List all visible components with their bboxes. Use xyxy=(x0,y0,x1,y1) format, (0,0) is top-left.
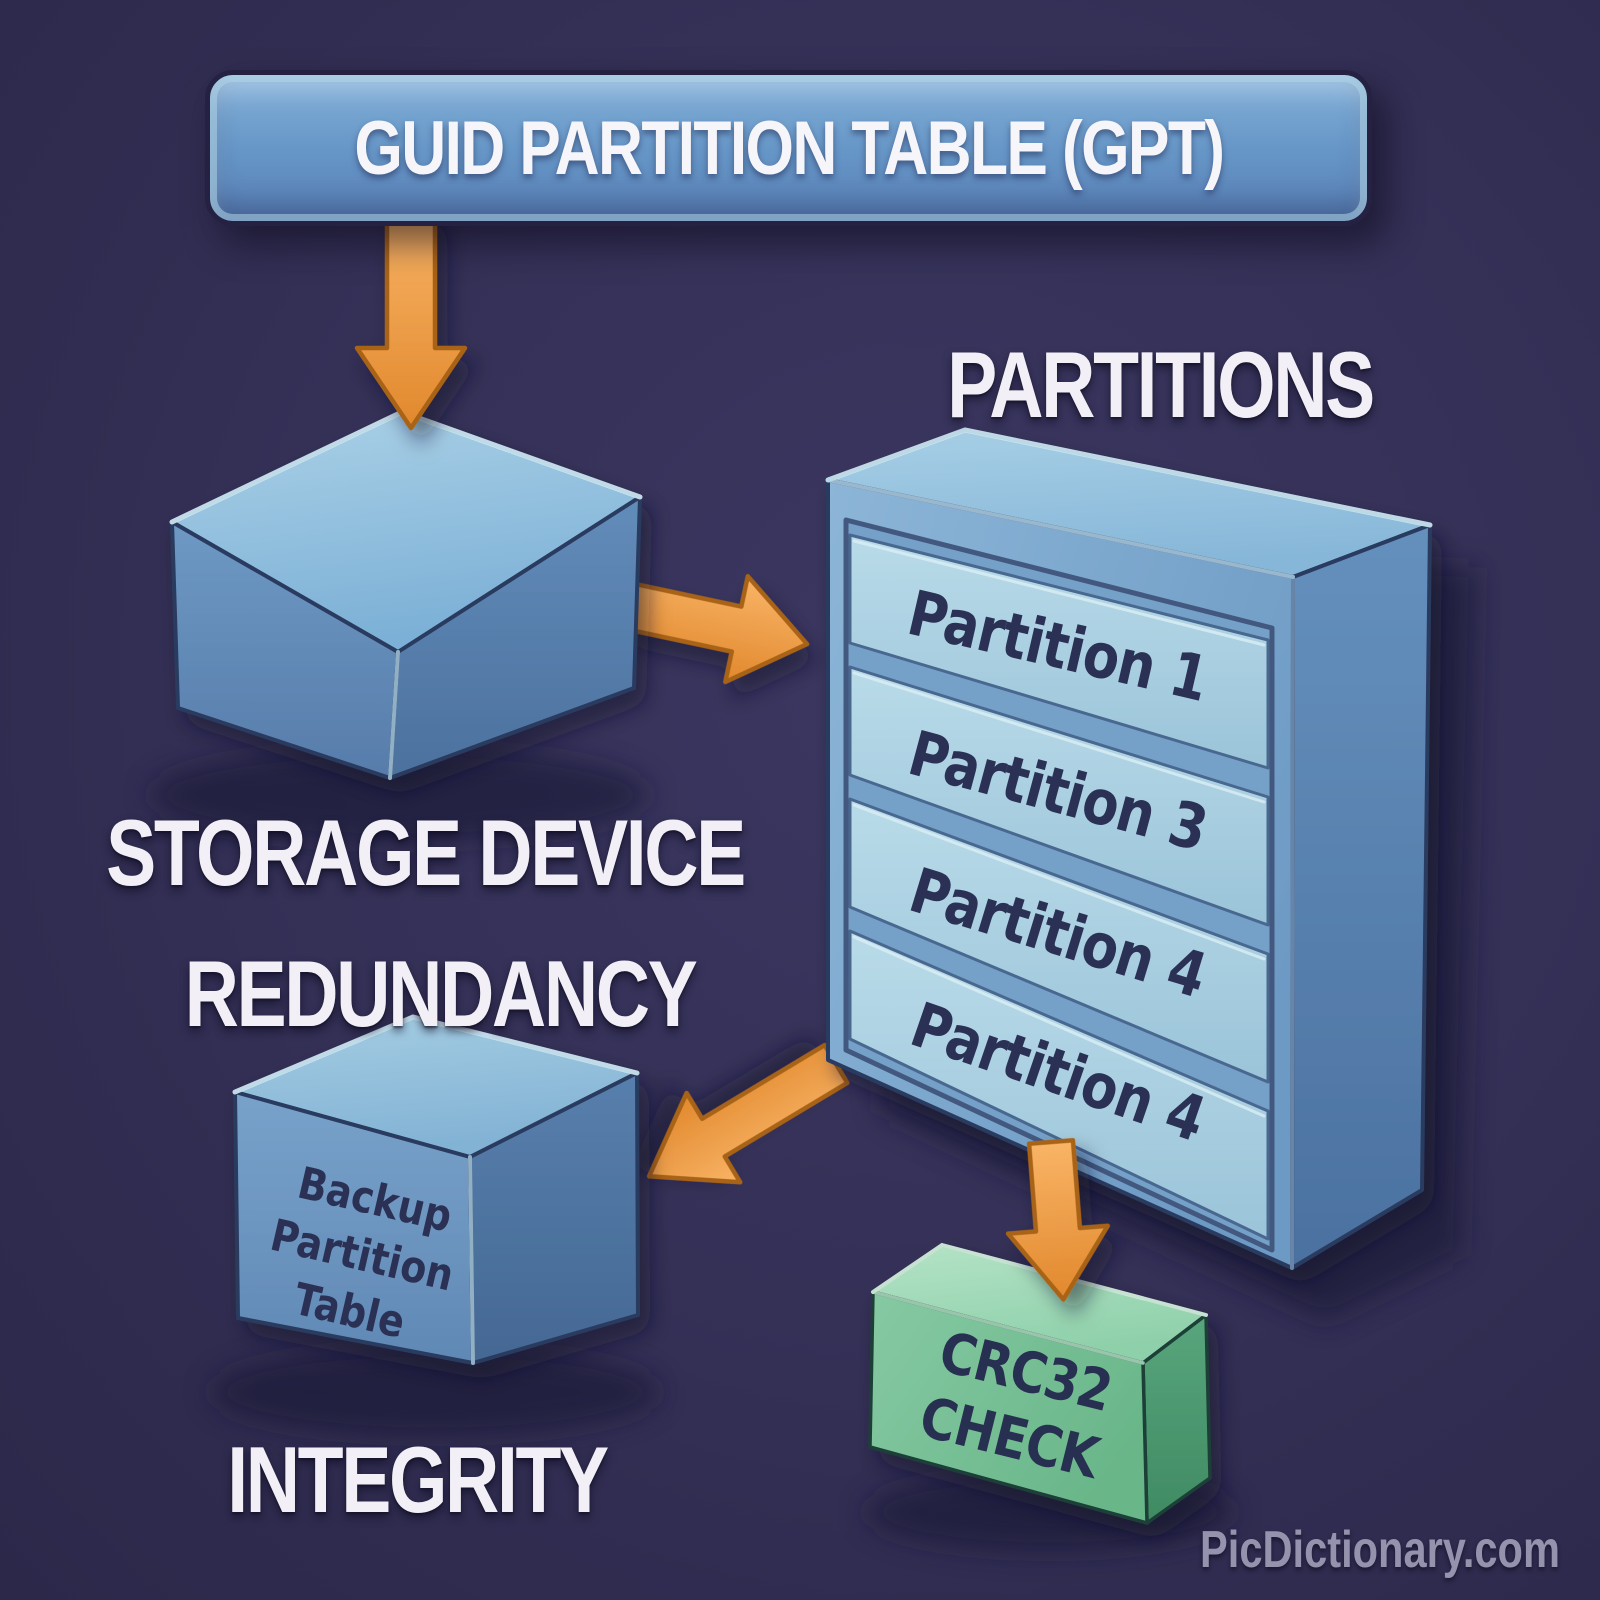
partition-slot xyxy=(848,929,1270,1241)
partition-slot xyxy=(848,665,1270,927)
partitions-box-right-face xyxy=(1290,523,1432,1270)
backup-partition-table-cube xyxy=(232,1014,640,1365)
arrow-down-icon xyxy=(354,209,468,431)
arrow-down-icon xyxy=(1005,1138,1111,1302)
storage-device-label: STORAGE DEVICE xyxy=(106,800,746,905)
arrow-down-left-icon xyxy=(646,1042,850,1185)
partition-slot xyxy=(848,533,1270,770)
gpt-title-banner: GUID PARTITION TABLE (GPT) xyxy=(205,70,1372,226)
page-title: GUID PARTITION TABLE (GPT) xyxy=(353,105,1225,191)
watermark: PicDictionary.com xyxy=(1200,1521,1560,1579)
redundancy-heading: REDUNDANCY xyxy=(184,941,698,1046)
crc32-check-box xyxy=(868,1242,1212,1525)
storage-device-box xyxy=(169,409,643,780)
integrity-heading: INTEGRITY xyxy=(227,1427,609,1532)
partitions-heading: PARTITIONS xyxy=(947,332,1375,437)
partitions-box xyxy=(825,427,1433,1270)
partition-slot xyxy=(848,797,1270,1084)
arrow-right-icon xyxy=(620,574,810,685)
